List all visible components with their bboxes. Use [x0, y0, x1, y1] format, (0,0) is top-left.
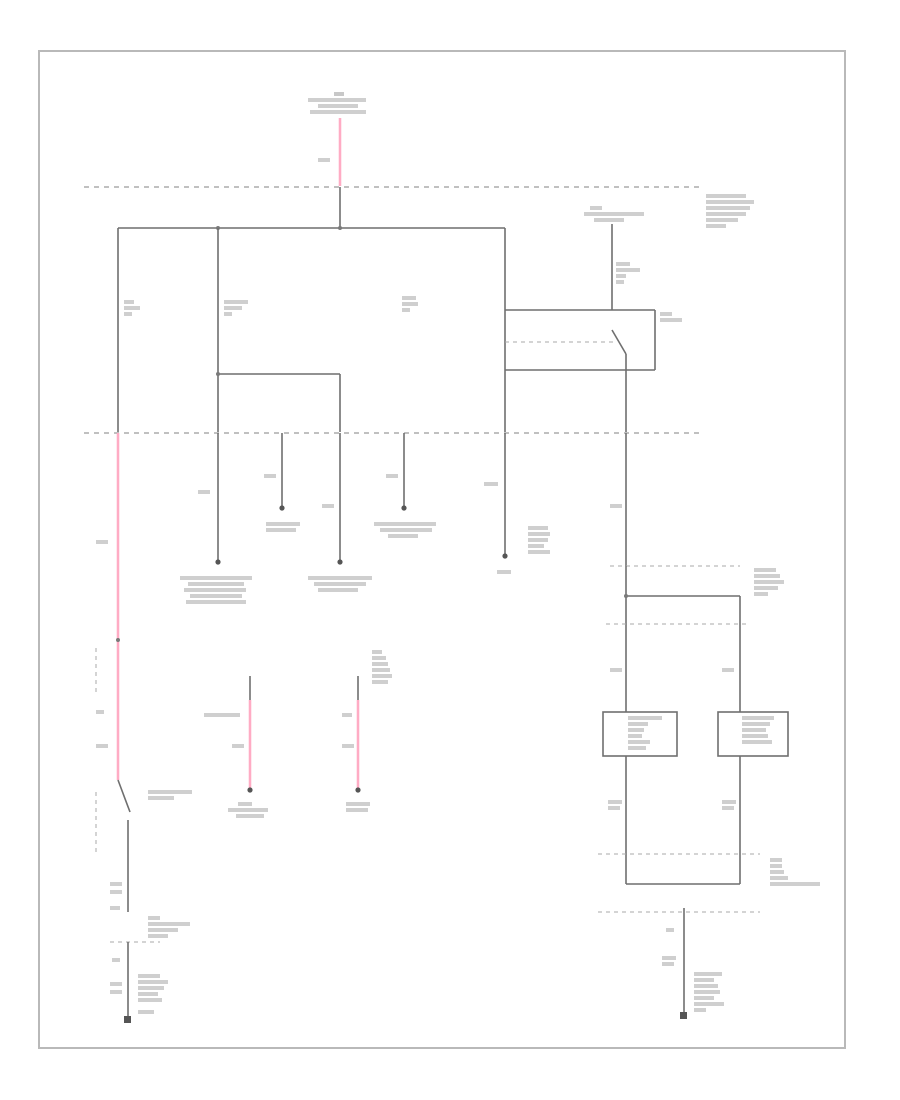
wire-code-label — [610, 504, 622, 508]
component-label-b — [266, 522, 300, 532]
wire-code-label — [610, 668, 622, 672]
junction-dot — [216, 372, 220, 376]
wire-code-label — [722, 800, 736, 804]
wire-code-label — [96, 710, 104, 714]
junction-dot — [624, 594, 628, 598]
wire-code-label — [96, 540, 108, 544]
ground-connector-label — [770, 858, 820, 886]
fuse-label-2 — [224, 300, 248, 316]
stub-terminal-2 — [355, 787, 361, 793]
junction-dot — [338, 226, 342, 230]
branch-terminal-d — [401, 505, 407, 511]
stub-terminal-1 — [247, 787, 253, 793]
ground-label-left — [110, 958, 168, 1014]
source-label-top — [308, 92, 366, 114]
wire-code-label — [232, 744, 244, 748]
switch-label — [148, 790, 192, 800]
component-label-stub-2-top — [372, 650, 392, 684]
component-label-stub-1 — [228, 802, 268, 818]
wire-code-label — [264, 474, 276, 478]
wire-code-label — [322, 504, 334, 508]
junction-dot — [116, 638, 120, 642]
component-label-c — [308, 576, 372, 592]
wire-code-label — [318, 158, 330, 162]
branch-terminal-c — [337, 559, 343, 565]
module-label-right — [742, 716, 774, 744]
wire-code-label — [96, 744, 108, 748]
wire-code-label — [722, 668, 734, 672]
component-label-stub-2 — [346, 802, 370, 812]
relay-name-label — [660, 312, 682, 322]
branch-terminal-a — [215, 559, 221, 565]
component-label-d — [374, 522, 436, 538]
wire-code-label — [484, 482, 498, 486]
block-label-right — [706, 194, 754, 228]
module-label-left — [628, 716, 662, 750]
wire-code-label — [608, 800, 622, 804]
ground-symbol-left — [124, 1016, 131, 1023]
branch-terminal-b — [279, 505, 285, 511]
relay-label-top — [584, 206, 644, 222]
wire-code-label — [342, 744, 354, 748]
diagram-frame — [38, 50, 846, 1049]
wire-code-label — [342, 713, 352, 717]
wire-code-label — [204, 713, 240, 717]
relay-fuse-label — [616, 262, 640, 284]
wire-code-label — [608, 806, 620, 810]
component-label-left — [148, 916, 190, 938]
ground-symbol-right — [680, 1012, 687, 1019]
switch-contact — [117, 779, 131, 813]
wire-code-label — [722, 806, 734, 810]
wire-code-label — [198, 490, 210, 494]
wire-codes-left — [110, 882, 122, 910]
relay-contact — [611, 329, 627, 355]
fuse-label-3 — [402, 296, 418, 312]
component-label-e — [497, 526, 550, 574]
component-label-a — [180, 576, 252, 604]
ground-label-right — [662, 928, 724, 1012]
fuse-label-1 — [124, 300, 140, 316]
ground-terminal-e — [502, 553, 508, 559]
wire-code-label — [386, 474, 398, 478]
splice-label-right — [754, 568, 784, 596]
